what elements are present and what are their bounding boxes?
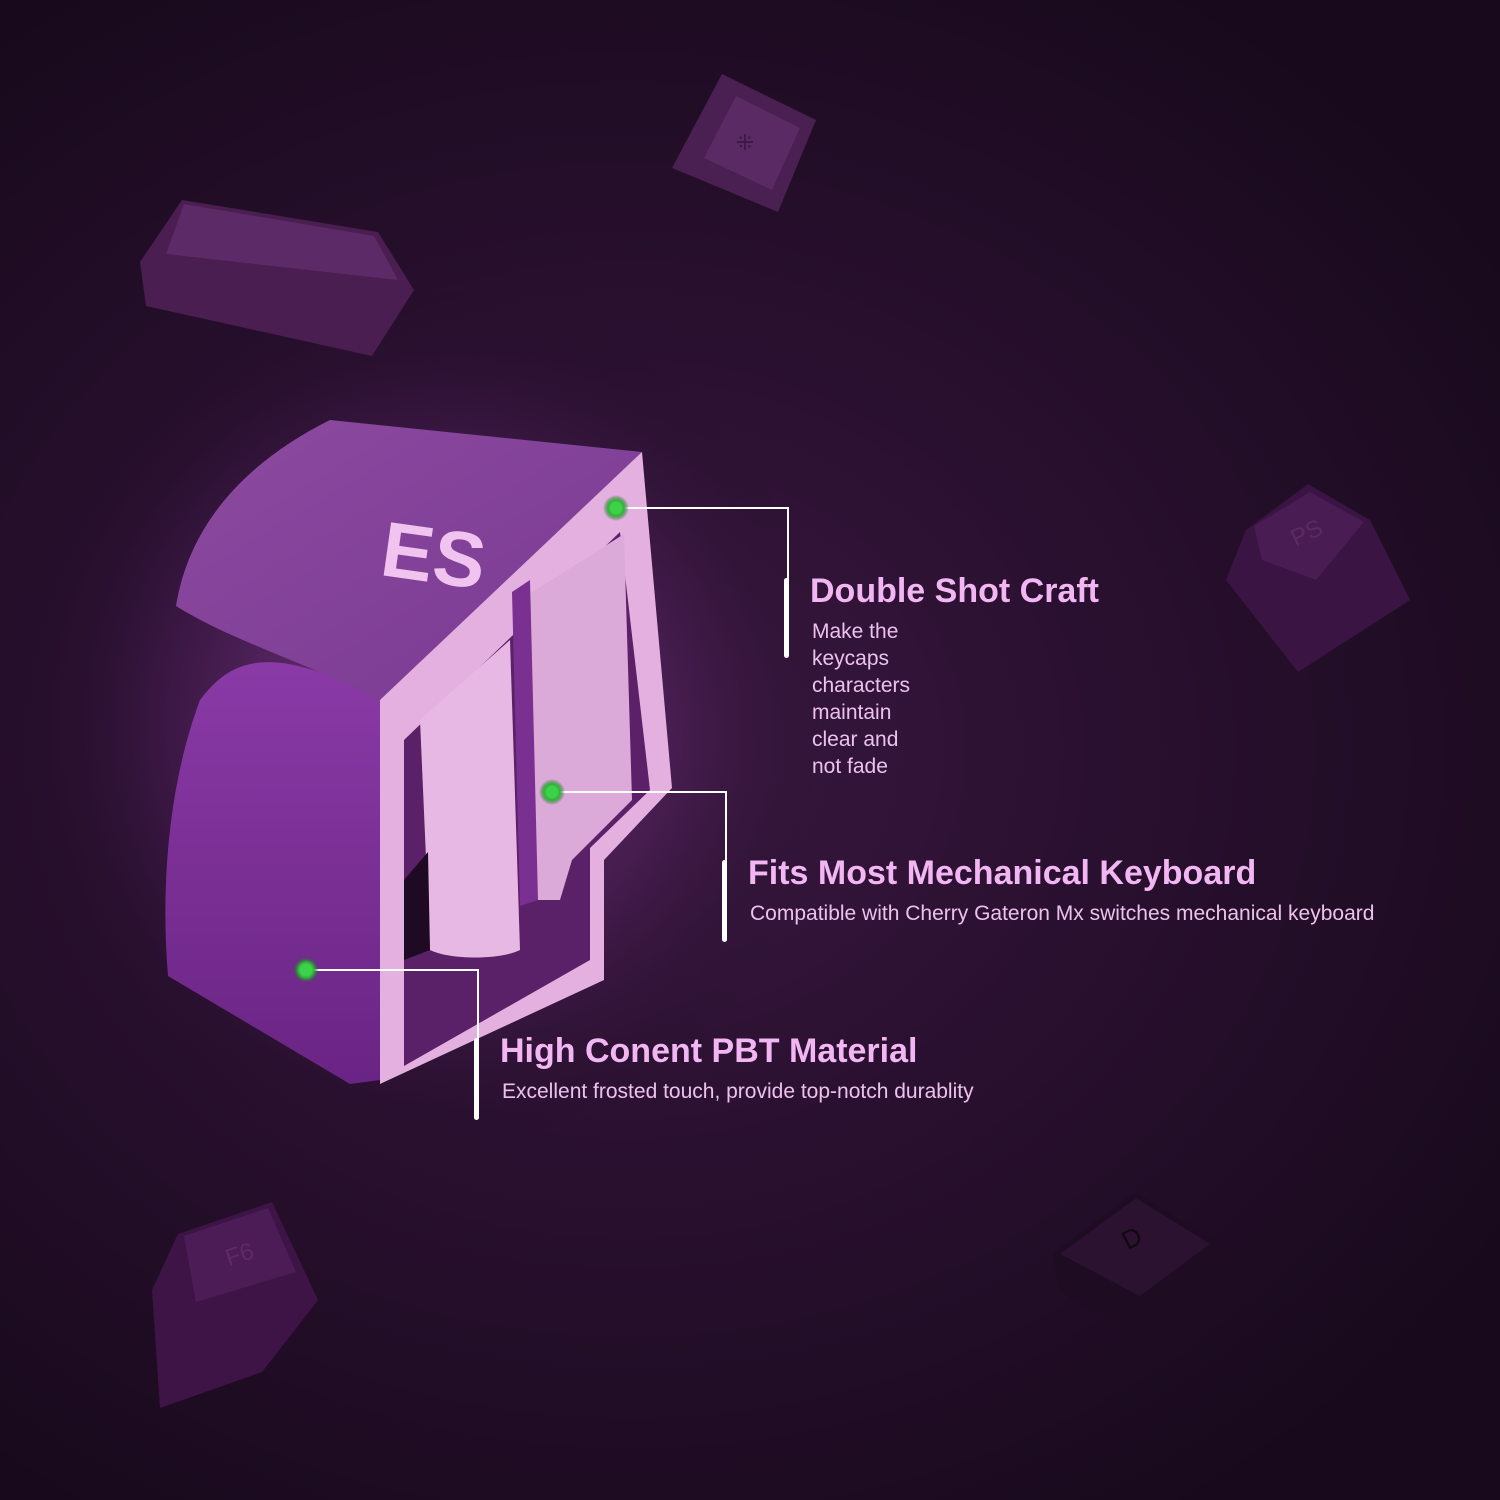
indicator-dot-2 <box>546 786 558 798</box>
feature-title: High Conent PBT Material <box>500 1032 918 1070</box>
leader-lines <box>306 507 789 1040</box>
feature-description: Compatible with Cherry Gateron Mx switch… <box>750 900 1374 927</box>
floating-keycap-top: ⁜ <box>672 74 816 212</box>
feature-description-line: Excellent frosted touch, provide top-not… <box>502 1080 974 1103</box>
keycap-legend: ES <box>376 504 491 606</box>
floating-keycap-f6: F6 <box>152 1202 318 1408</box>
feature-accent-bar <box>784 578 789 658</box>
leader-line-2 <box>552 791 727 862</box>
leader-line-3 <box>306 969 479 1040</box>
indicator-dot-3 <box>300 964 312 976</box>
floating-keycap-d: D <box>1052 1192 1222 1346</box>
indicator-dots <box>293 495 629 983</box>
feature-title: Fits Most Mechanical Keyboard <box>748 854 1257 892</box>
feature-description-line: Compatible with Cherry Gateron Mx switch… <box>750 902 1375 925</box>
feature-accent-bar <box>474 1038 479 1120</box>
feature-description-line: clear and not fade <box>812 728 899 778</box>
keycap-front-face <box>165 662 380 1084</box>
feature-description: Excellent frosted touch, provide top-not… <box>502 1078 974 1105</box>
feature-description: Make the keycaps characters maintain cle… <box>812 618 910 780</box>
feature-title: Double Shot Craft <box>810 572 1099 610</box>
main-keycap: ES <box>165 420 672 1084</box>
leader-line-1 <box>616 507 789 580</box>
svg-text:⁜: ⁜ <box>736 130 754 155</box>
feature-accent-bar <box>722 860 727 942</box>
keycap-top-face <box>176 420 642 700</box>
indicator-dot-1 <box>610 502 622 514</box>
floating-keycap-enter <box>140 200 414 356</box>
floating-keycap-ps: PS <box>1226 484 1410 672</box>
feature-description-line: Make the keycaps characters maintain <box>812 620 911 724</box>
